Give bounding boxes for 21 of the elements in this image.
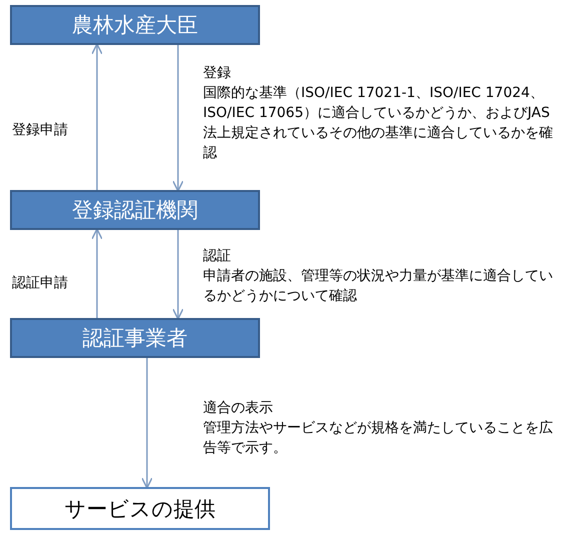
description-text: 申請者の施設、管理等の状況や力量が基準に適合しているかどうかについて確認 — [203, 267, 554, 306]
edge-label: 登録申請 — [12, 121, 68, 140]
box-title: 認証事業者 — [82, 325, 188, 352]
arrow — [172, 45, 184, 192]
arrow — [91, 43, 103, 190]
edge-label: 適合の表示 — [203, 399, 273, 418]
edge-label: 認証申請 — [12, 274, 68, 293]
description-text: 管理方法やサービスなどが規格を満たしていることを広告等で示す。 — [203, 419, 554, 458]
arrow — [172, 230, 184, 320]
process-box — [10, 318, 260, 358]
box-title: サービスの提供 — [64, 496, 216, 522]
process-box — [10, 5, 260, 45]
edge-label: 認証 — [203, 247, 231, 266]
box-title: 登録認証機関 — [72, 197, 198, 224]
box-title: 農林水産大臣 — [72, 12, 198, 39]
process-box — [10, 190, 260, 230]
process-box — [10, 487, 270, 530]
edge-label: 登録 — [203, 64, 231, 83]
arrow — [141, 358, 153, 489]
description-text: 国際的な基準（ISO/IEC 17021-1、ISO/IEC 17024、ISO/IEC 17065）に適合しているかどうか、およびJAS法上規定されているその他の基準に適合しているかを確認 — [203, 84, 554, 163]
arrow — [91, 228, 103, 318]
